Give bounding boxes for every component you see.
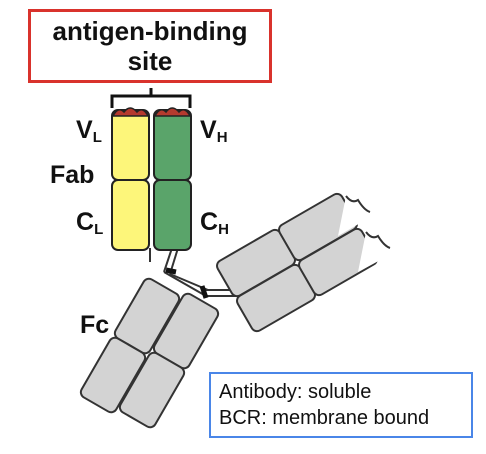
vh-domain bbox=[153, 109, 192, 181]
hinge-region bbox=[149, 247, 240, 297]
binding-site-bracket bbox=[110, 88, 192, 108]
right-arm-cut-line-bottom bbox=[365, 231, 391, 249]
fc-label: Fc bbox=[80, 311, 110, 339]
note-line-1: Antibody: soluble bbox=[219, 381, 372, 403]
right-arm-cut-line-top bbox=[345, 195, 371, 213]
fab-label: Fab bbox=[50, 161, 95, 189]
fc-region bbox=[79, 277, 220, 429]
ch-domain bbox=[153, 179, 192, 251]
title-line-1: antigen-binding bbox=[52, 16, 248, 46]
right-fab-arm bbox=[216, 192, 378, 333]
title-line-2: site bbox=[127, 46, 173, 76]
note-line-2: BCR: membrane bound bbox=[219, 407, 430, 429]
binding-site-light bbox=[111, 107, 150, 117]
vl-label: VL bbox=[76, 116, 102, 146]
binding-site-heavy bbox=[153, 107, 192, 117]
cl-domain bbox=[111, 179, 150, 251]
vl-domain bbox=[111, 109, 150, 181]
vh-label: VH bbox=[200, 116, 228, 146]
antibody-type-note: Antibody: soluble BCR: membrane bound bbox=[209, 372, 473, 438]
ch-label: CH bbox=[200, 208, 229, 238]
cl-label: CL bbox=[76, 208, 104, 238]
antigen-binding-site-callout: antigen-binding site bbox=[28, 9, 272, 83]
